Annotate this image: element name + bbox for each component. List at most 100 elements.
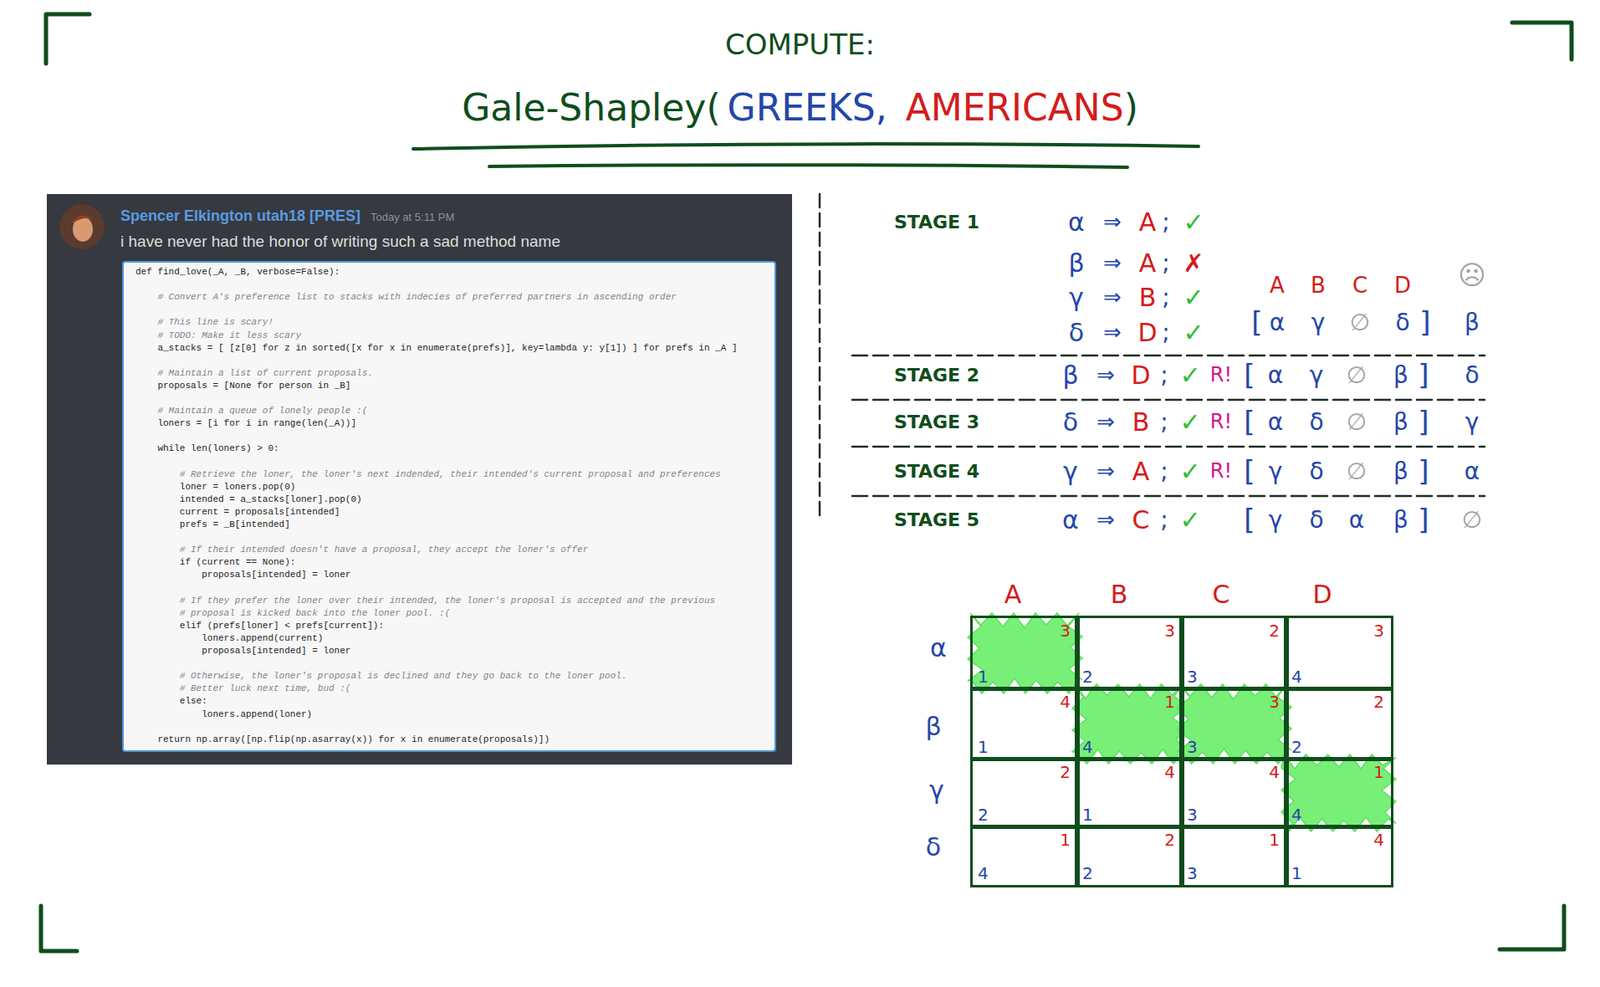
american-rank: 3: [1059, 621, 1071, 640]
greek-rank: 4: [977, 863, 989, 883]
match-highlight: [967, 613, 1083, 694]
blue-symbol: ]: [1419, 306, 1431, 339]
code-comment: # This line is scary!: [157, 316, 274, 328]
american-rank: 2: [1164, 830, 1176, 849]
grid-cell: 22: [1074, 824, 1185, 888]
code-line: loners.append(current): [201, 632, 323, 645]
blue-symbol: ⇒: [1096, 362, 1115, 389]
blue-symbol: ;: [1160, 458, 1168, 486]
chat-message: i have never had the honor of writing su…: [120, 232, 561, 252]
greek-rank: 4: [1291, 667, 1303, 686]
reject-mark: R!: [1210, 460, 1232, 484]
american-rank: 3: [1268, 692, 1280, 711]
title-part: Gale-Shapley(: [461, 86, 721, 130]
red-letter: B: [1139, 283, 1157, 313]
blue-symbol: δ: [1308, 458, 1324, 486]
code-comment: # Maintain a list of current proposals.: [157, 367, 373, 379]
title-part: AMERICANS: [905, 86, 1125, 130]
chat-panel: def find_love(_A, _B, verbose=False): # C…: [46, 194, 793, 765]
blue-symbol: α: [930, 633, 947, 664]
blue-symbol: δ: [1308, 506, 1324, 534]
code-line: elif (prefs[loner] < prefs[current]):: [179, 619, 384, 632]
stage-label: STAGE 5: [894, 509, 980, 531]
code-line: current = proposals[intended]: [179, 506, 340, 518]
blue-symbol: ⇒: [1103, 320, 1122, 346]
blue-symbol: γ: [929, 776, 945, 806]
stage-separator: [852, 398, 1485, 402]
red-letter: A: [1139, 208, 1157, 238]
blue-symbol: [: [1243, 503, 1255, 537]
blue-symbol: β: [1393, 362, 1409, 389]
blue-symbol: δ: [1063, 408, 1079, 438]
code-line: prefs = _B[intended]: [179, 518, 291, 531]
american-rank: 2: [1059, 762, 1071, 782]
greek-rank: 4: [1291, 805, 1303, 824]
grid-cell: 41: [970, 686, 1080, 762]
red-letter: B: [1310, 273, 1326, 299]
grid-cell: 32: [1074, 615, 1185, 691]
check-mark: ✓: [1182, 208, 1204, 238]
check-mark: ✓: [1179, 361, 1201, 391]
grid-cell: 14: [970, 824, 1080, 888]
american-rank: 4: [1059, 692, 1071, 711]
corner-bracket: [40, 905, 77, 951]
corner-bracket: [1499, 905, 1565, 950]
blue-symbol: ⇒: [1096, 409, 1115, 435]
grid-cell: 14: [1283, 756, 1394, 829]
blue-symbol: δ: [1464, 362, 1479, 389]
grey-symbol: ∅: [1346, 408, 1367, 436]
american-rank: 2: [1268, 621, 1280, 640]
blue-symbol: [: [1243, 405, 1255, 439]
red-letter: C: [1212, 580, 1231, 610]
blue-symbol: ;: [1161, 250, 1170, 277]
blue-symbol: [: [1251, 306, 1263, 339]
greek-rank: 1: [977, 737, 989, 757]
code-comment: # TODO: Make it less scary: [157, 329, 302, 342]
code-comment: # Maintain a queue of lonely people :(: [157, 404, 368, 417]
stage-separator: [852, 354, 1485, 358]
code-comment: # Better luck next time, bud :(: [179, 682, 352, 695]
red-letter: A: [1139, 249, 1157, 279]
stage-label: STAGE 4: [894, 460, 980, 482]
corner-bracket: [1512, 22, 1572, 60]
blue-symbol: β: [1068, 249, 1084, 279]
title-part: GREEKS,: [727, 86, 888, 130]
code-comment: # Convert A's preference list to stacks …: [157, 291, 677, 303]
blue-symbol: ;: [1161, 284, 1170, 312]
stage-separator: [852, 445, 1485, 449]
stage-label: STAGE 3: [894, 411, 980, 433]
blue-symbol: β: [1393, 408, 1409, 436]
blue-symbol: ⇒: [1096, 507, 1115, 533]
avatar-image: [58, 203, 106, 251]
stage-label: STAGE 2: [894, 364, 980, 386]
code-line: if (current == None):: [179, 556, 297, 568]
blue-symbol: ]: [1417, 358, 1429, 392]
blue-symbol: α: [1267, 362, 1284, 389]
red-letter: C: [1132, 506, 1151, 536]
blue-symbol: β: [925, 712, 941, 742]
code-line: def find_love(_A, _B, verbose=False):: [135, 265, 340, 278]
blue-symbol: [: [1243, 454, 1255, 488]
blue-symbol: [: [1243, 358, 1255, 392]
grid-cell: 22: [970, 756, 1080, 829]
red-letter: D: [1130, 361, 1151, 391]
code-line: proposals[intended] = loner: [201, 644, 351, 657]
code-comment: # Retrieve the loner, the loner's next i…: [179, 468, 721, 481]
blue-symbol: ;: [1161, 319, 1170, 347]
blue-symbol: α: [1267, 408, 1284, 436]
code-comment: # If their intended doesn't have a propo…: [179, 543, 588, 556]
blue-symbol: δ: [925, 833, 941, 863]
blue-symbol: δ: [1395, 309, 1410, 337]
greek-rank: 3: [1186, 737, 1198, 757]
red-letter: A: [1132, 457, 1151, 487]
code-comment: # proposal is kicked back into the loner…: [179, 607, 450, 619]
red-letter: D: [1394, 273, 1411, 299]
title-row: Gale-Shapley(GREEKS,AMERICANS): [0, 83, 1600, 133]
red-letter: D: [1137, 318, 1157, 348]
stage-separator: [852, 495, 1485, 498]
code-line: proposals[intended] = loner: [201, 568, 351, 581]
blue-symbol: ;: [1160, 506, 1168, 534]
grey-symbol: ∅: [1349, 309, 1370, 337]
grid-cell: 31: [970, 615, 1080, 691]
